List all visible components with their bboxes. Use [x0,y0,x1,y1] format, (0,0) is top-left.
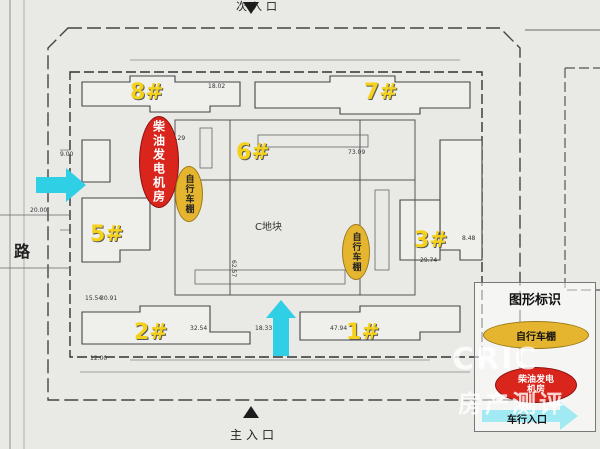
dim-text: 12.00 [90,355,107,362]
building-2-label: 2# [134,320,168,345]
dim-text: 8.48 [462,235,476,242]
legend-generator-room: 柴油发电 机房 [495,367,577,403]
building-7-label: 7# [364,80,398,105]
dimension-texts: 18.02 73.09 47.94 18.33 32.54 62.57 30.9… [30,83,476,362]
legend-bike-shed-label: 自行车棚 [516,331,556,343]
legend-title: 图形标识 [508,293,561,308]
dim-text: 20.00 [30,207,47,214]
dimension-lines [60,59,470,373]
dim-text: 73.09 [348,149,365,156]
building-8-label: 8# [130,80,164,105]
parking-bays [194,127,390,285]
building-5-label: 5# [90,222,124,247]
legend-generator-label-1: 柴油发电 [517,375,554,385]
top-entrance-marker [243,2,259,14]
legend-vehicle-entrance-label: 车行入口 [507,415,547,426]
legend-bike-shed: 自行车棚 [483,321,589,349]
internal-roads [174,119,416,296]
top-entrance-label: 次入口 [236,0,281,13]
dim-text: 47.94 [330,325,347,332]
vehicle-entrance-arrow-left [36,168,86,202]
dim-text: 30.91 [100,295,117,302]
legend: 图形标识 自行车棚 柴油发电 机房 车行入口 [474,282,596,432]
building-3-label: 3# [414,228,448,253]
left-road-label: 路 [14,242,35,261]
vehicle-entrance-arrow-bottom [266,300,296,356]
building-6-label: 6# [236,140,270,165]
neighbor-block [564,67,600,291]
main-entrance-marker [243,406,259,418]
generator-room-marker: 柴油发电机房 [139,116,179,208]
dim-text: 32.54 [190,325,207,332]
main-entrance-label: 主入口 [230,428,279,442]
dim-text: 15.54 [85,295,102,302]
dim-text: 29.74 [420,257,437,264]
building-1-label: 1# [346,320,380,345]
site-label: C地块 [255,222,282,233]
property-boundary [47,27,521,401]
dim-text: 9.00 [60,151,74,158]
dim-text: 62.57 [230,260,237,277]
dim-text: 32.29 [168,135,185,142]
bike-shed-marker-1: 自行车棚 [175,166,203,222]
legend-generator-label-2: 机房 [526,385,545,395]
dim-text: 18.02 [208,83,225,90]
dim-text: 18.33 [255,325,272,332]
building-blocks [81,75,483,345]
watermark-text: 房产测评 [458,390,566,418]
bike-shed-marker-2: 自行车棚 [342,224,370,280]
watermark-logo: CRIC [452,342,539,377]
